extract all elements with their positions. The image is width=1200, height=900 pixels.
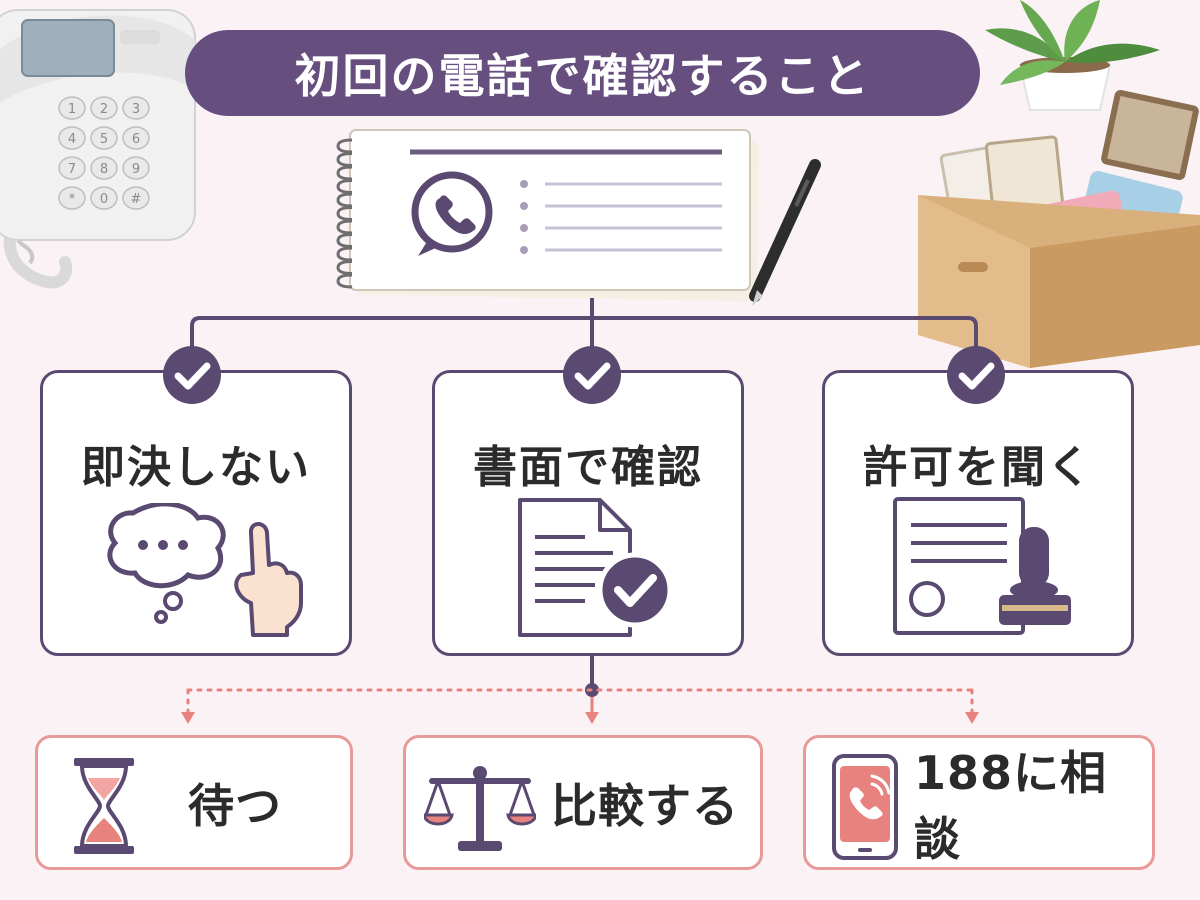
- step-card-permit: 許可を聞く: [822, 370, 1134, 656]
- phone-key-label: 6: [132, 132, 140, 147]
- plant-icon: [985, 0, 1160, 111]
- phone-key-label: 8: [100, 162, 108, 177]
- check-badge-icon: [563, 346, 621, 404]
- action-label: 比較する: [551, 778, 739, 833]
- phone-key: 9: [122, 156, 150, 180]
- phone-key-label: 5: [100, 132, 108, 147]
- page-title: 初回の電話で確認すること: [185, 30, 980, 116]
- action-box-wait: 待つ: [35, 735, 353, 870]
- phone-keypad: 1 2 3 4 5 6 7 8 9 * 0 #: [58, 96, 150, 210]
- spiral-ring: [336, 273, 353, 289]
- step-card-decide: 即決しない: [40, 370, 352, 656]
- spiral-ring: [336, 233, 353, 248]
- phone-key-label: 4: [68, 132, 76, 147]
- spiral-ring: [336, 179, 353, 194]
- action-label: 188に相談: [914, 745, 1108, 866]
- phone-key: 7: [58, 156, 86, 180]
- action-label: 待つ: [188, 778, 282, 833]
- phone-key-label: *: [69, 192, 76, 207]
- step-label: 許可を聞く: [863, 442, 1093, 493]
- phone-key: 1: [58, 96, 86, 120]
- phone-key-label: #: [131, 192, 142, 207]
- thinking-hand-icon: [107, 503, 303, 637]
- flow-connectors: [181, 298, 979, 724]
- notepad-icon: [349, 129, 760, 302]
- action-box-compare: 比較する: [403, 735, 763, 870]
- phone-key-label: 2: [100, 102, 108, 117]
- notepad-spiral: [336, 138, 353, 289]
- spiral-ring: [336, 219, 353, 235]
- hourglass-icon: [74, 758, 134, 854]
- spiral-ring: [336, 138, 353, 154]
- certificate-stamp-icon: [893, 497, 1071, 635]
- phone-key: 0: [90, 186, 118, 210]
- phone-key: 4: [58, 126, 86, 150]
- phone-key-label: 9: [132, 162, 140, 177]
- step-label: 即決しない: [81, 442, 311, 493]
- phone-key-label: 3: [132, 102, 140, 117]
- spiral-ring: [336, 152, 353, 167]
- document-check-icon: [518, 498, 673, 637]
- phone-key: 5: [90, 126, 118, 150]
- phone-key: 6: [122, 126, 150, 150]
- step-label: 書面で確認: [473, 442, 703, 493]
- cardboard-box-icon: [918, 90, 1200, 368]
- phone-key: #: [122, 186, 150, 210]
- check-badge-icon: [163, 346, 221, 404]
- check-badge-icon: [947, 346, 1005, 404]
- phone-key-label: 1: [68, 102, 76, 117]
- spiral-ring: [336, 206, 353, 221]
- pen-icon: [749, 159, 821, 306]
- phone-key: 3: [122, 96, 150, 120]
- spiral-ring: [336, 192, 353, 208]
- spiral-ring: [336, 246, 353, 262]
- step-card-document: 書面で確認: [432, 370, 744, 656]
- telephone-icon: [0, 9, 196, 289]
- phone-key-label: 0: [100, 192, 108, 207]
- balance-scale-icon: [424, 766, 536, 851]
- phone-key: *: [58, 186, 86, 210]
- phone-key-label: 7: [68, 162, 76, 177]
- phone-key: 8: [90, 156, 118, 180]
- spiral-ring: [336, 165, 353, 181]
- action-box-consult: 188に相談: [803, 735, 1155, 870]
- phone-key: 2: [90, 96, 118, 120]
- smartphone-call-icon: [832, 754, 898, 860]
- spiral-ring: [336, 260, 353, 275]
